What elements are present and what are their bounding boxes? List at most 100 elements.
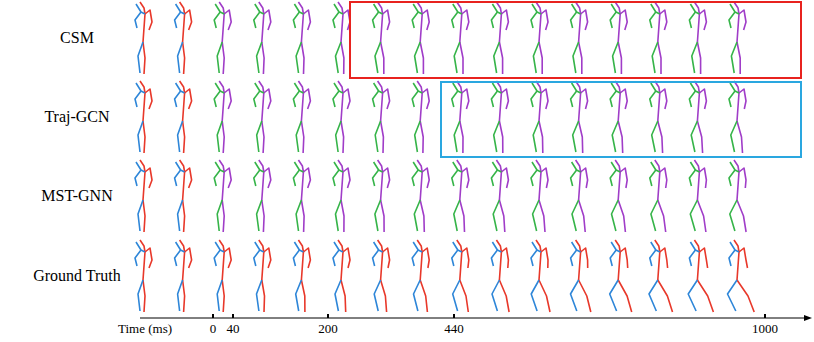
skeleton-limb	[180, 160, 185, 200]
skeleton-limb	[457, 160, 462, 200]
skeleton-limb	[293, 12, 299, 28]
skeleton-limb	[452, 170, 458, 186]
skeleton-limb	[214, 91, 220, 107]
skeleton-limb	[697, 200, 706, 232]
skeleton-limb	[420, 42, 423, 74]
skeleton-limb	[536, 240, 541, 280]
skeleton-limb	[140, 2, 145, 42]
skeleton-limb	[185, 10, 192, 30]
skeleton-limb	[217, 121, 222, 152]
skeleton-limb	[217, 42, 222, 73]
skeleton-limb	[336, 121, 341, 152]
row-label: Traj-GCN	[44, 109, 109, 125]
skeleton-limb	[729, 12, 735, 28]
skeleton-limb	[341, 280, 346, 312]
skeleton-limb	[222, 200, 224, 232]
skeleton-limb	[257, 121, 262, 152]
skeleton-limb	[689, 12, 695, 28]
skeleton-limb	[378, 81, 383, 121]
skeleton-limb	[581, 10, 588, 30]
skeleton-limb	[183, 280, 185, 312]
skeleton-limb	[417, 81, 422, 121]
skeleton-limb	[457, 240, 462, 280]
skeleton-limb	[412, 170, 418, 186]
skeleton-limb	[612, 121, 618, 152]
skeleton-limb	[652, 121, 658, 152]
skeleton-limb	[259, 81, 264, 121]
skeleton-limb	[343, 168, 350, 188]
skeleton-limb	[699, 10, 706, 30]
skeleton-limb	[143, 121, 145, 153]
skeleton-limb	[697, 42, 700, 74]
skeleton-limb	[496, 2, 501, 42]
tick-label: 0	[210, 322, 217, 335]
skeleton-limb	[373, 170, 379, 186]
tick-label: 1000	[752, 322, 778, 335]
skeleton-limb	[618, 42, 621, 74]
skeleton-limb	[293, 91, 299, 107]
skeleton-limb	[462, 89, 469, 109]
skeleton-limb	[499, 280, 509, 312]
skeleton-limb	[571, 12, 577, 28]
skeleton-limb	[496, 81, 501, 121]
skeleton-limb	[650, 250, 656, 266]
skeleton-limb	[697, 280, 713, 312]
skeleton-limb	[536, 81, 541, 121]
skeleton-limb	[138, 200, 143, 231]
skeleton-limb	[620, 10, 627, 30]
skeleton-limb	[293, 250, 299, 266]
skeleton-limb	[491, 250, 497, 266]
skeleton-limb	[422, 168, 429, 188]
skeleton-limb	[734, 81, 739, 121]
skeleton-limb	[333, 170, 339, 186]
skeleton-limb	[383, 89, 390, 109]
skeleton-limb	[454, 200, 460, 231]
skeleton-limb	[699, 168, 706, 188]
skeleton-limb	[262, 121, 264, 153]
skeleton-limb	[303, 168, 310, 188]
skeleton-limb	[650, 91, 656, 107]
skeleton-limb	[452, 12, 458, 28]
skeleton-limb	[496, 240, 501, 280]
skeleton-limb	[462, 248, 469, 268]
skeleton-limb	[301, 200, 304, 232]
skeleton-limb	[655, 81, 660, 121]
skeleton-limb	[457, 2, 462, 42]
skeleton-limb	[650, 170, 656, 186]
skeleton-limb	[298, 240, 303, 280]
skeleton-limb	[729, 170, 735, 186]
skeleton-limb	[333, 12, 339, 28]
skeleton-limb	[301, 42, 304, 74]
skeleton-limb	[145, 89, 152, 109]
skeleton-limb	[175, 170, 181, 186]
skeleton-limb	[462, 168, 469, 188]
skeleton-limb	[378, 2, 383, 42]
skeleton-limb	[531, 91, 537, 107]
skeleton-limb	[694, 2, 699, 42]
skeleton-limb	[374, 280, 380, 311]
skeleton-limb	[264, 89, 271, 109]
time-axis	[140, 314, 806, 318]
skeleton-limb	[219, 160, 224, 200]
skeleton-limb	[731, 42, 737, 73]
skeleton-limb	[694, 160, 699, 200]
skeleton-limb	[420, 121, 423, 153]
skeleton-limb	[417, 2, 422, 42]
skeleton-limb	[296, 200, 301, 231]
highlight-box	[350, 2, 801, 78]
skeleton-limb	[420, 280, 427, 312]
skeleton-limb	[731, 121, 737, 152]
skeleton-limb	[378, 240, 383, 280]
skeleton-limb	[541, 10, 548, 30]
skeleton-limb	[620, 89, 627, 109]
skeleton-limb	[501, 89, 508, 109]
skeleton-limb	[224, 10, 231, 30]
skeleton-limb	[254, 250, 260, 266]
skeleton-limb	[491, 91, 497, 107]
skeleton-limb	[729, 91, 735, 107]
skeleton-limb	[737, 280, 754, 312]
skeleton-limb	[618, 200, 625, 232]
tick-label: 440	[444, 322, 464, 335]
tick-label: 40	[227, 322, 240, 335]
